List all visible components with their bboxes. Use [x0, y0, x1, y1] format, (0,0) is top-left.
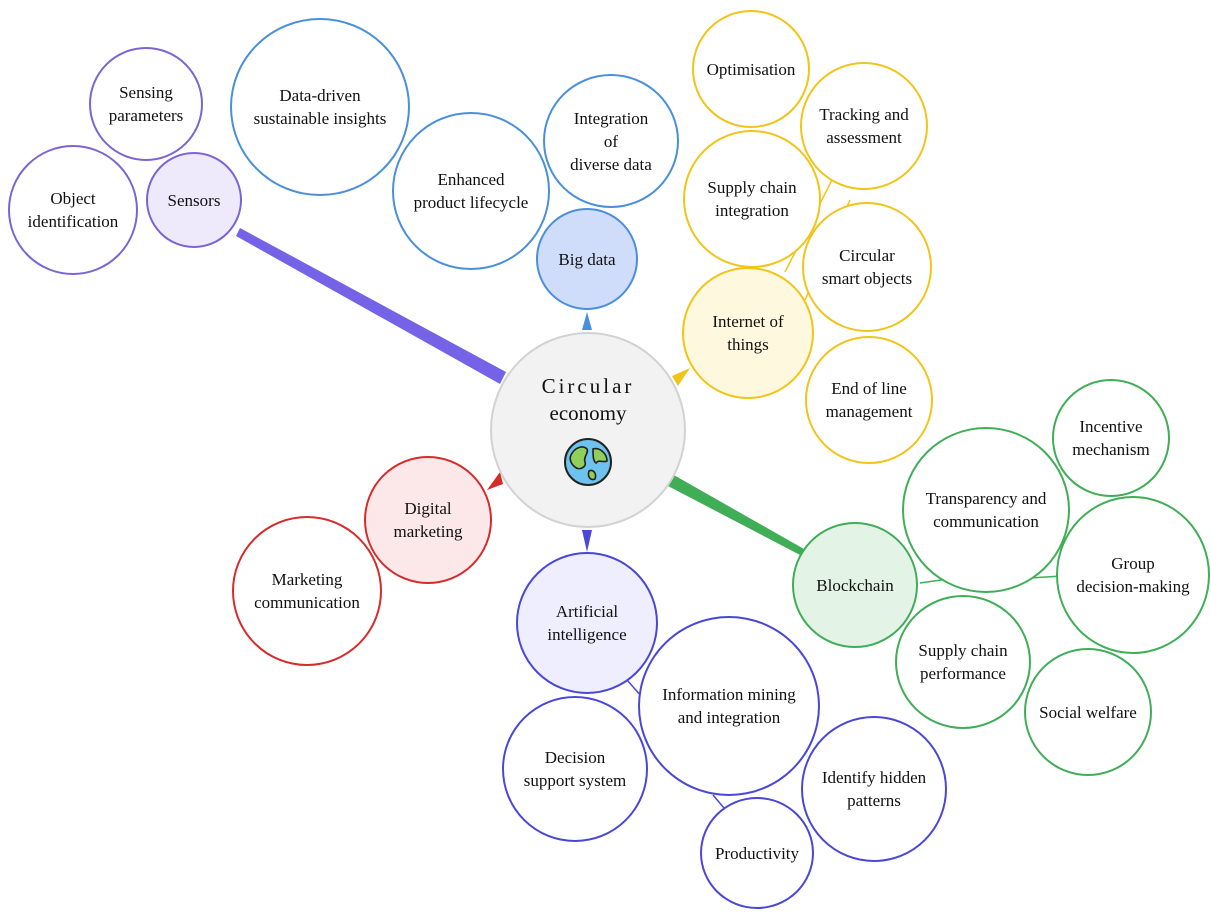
center-title-line1: Circular	[541, 374, 635, 398]
object-identification-label: Object identification	[27, 189, 119, 231]
blockchain-hub: Blockchain	[792, 522, 918, 648]
iot-hub: Internet of things	[682, 267, 814, 399]
spoke-sensors	[236, 228, 506, 384]
end-of-line-node: End of line management	[805, 336, 933, 464]
digital-marketing-hub-label: Digital marketing	[393, 499, 463, 541]
incentive-mechanism-label: Incentive mechanism	[1072, 417, 1150, 459]
integration-diverse-data-label: Integration of diverse data	[570, 108, 652, 174]
tracking-assessment-label: Tracking and assessment	[819, 105, 909, 147]
decision-support-node: Decision support system	[502, 696, 648, 842]
data-driven-insights-label: Data-driven sustainable insights	[253, 86, 387, 128]
center-title-line2: economy	[549, 401, 627, 425]
marketing-communication-label: Marketing communication	[254, 570, 360, 612]
supply-chain-integration-label: Supply chain integration	[707, 178, 797, 220]
group-decision-node: Group decision-making	[1056, 496, 1210, 654]
social-welfare-label: Social welfare	[1039, 702, 1137, 722]
sensors-hub: Sensors	[146, 152, 242, 248]
ai-hub-label: Artificial intelligence	[547, 602, 627, 644]
sensing-parameters-label: Sensing parameters	[108, 83, 184, 125]
identify-patterns-node: Identify hidden patterns	[801, 716, 947, 862]
information-mining-label: Information mining and integration	[662, 685, 796, 727]
transparency-communication-node: Transparency and communication	[902, 427, 1070, 593]
link-ai-productivity	[712, 794, 725, 809]
globe-icon	[564, 438, 612, 486]
identify-patterns-label: Identify hidden patterns	[821, 768, 927, 810]
group-decision-label: Group decision-making	[1076, 554, 1190, 596]
supply-chain-performance-node: Supply chain performance	[895, 595, 1031, 729]
enhanced-lifecycle-label: Enhanced product lifecycle	[413, 170, 529, 212]
supply-chain-performance-label: Supply chain performance	[918, 641, 1008, 683]
enhanced-lifecycle-node: Enhanced product lifecycle	[392, 112, 550, 270]
ai-hub: Artificial intelligence	[516, 552, 658, 694]
big-data-hub-label: Big data	[558, 249, 616, 269]
blockchain-hub-label: Blockchain	[816, 575, 894, 595]
integration-diverse-data-node: Integration of diverse data	[543, 74, 679, 208]
spoke-ai	[582, 530, 592, 552]
circular-smart-objects-node: Circular smart objects	[802, 202, 932, 332]
productivity-node: Productivity	[700, 797, 814, 909]
center-node: Circular economy	[490, 332, 686, 528]
marketing-communication-node: Marketing communication	[232, 516, 382, 666]
incentive-mechanism-node: Incentive mechanism	[1052, 379, 1170, 497]
data-driven-insights-node: Data-driven sustainable insights	[230, 18, 410, 196]
digital-marketing-hub: Digital marketing	[364, 456, 492, 584]
sensors-hub-label: Sensors	[167, 190, 221, 210]
tracking-assessment-node: Tracking and assessment	[800, 62, 928, 190]
sensing-parameters-node: Sensing parameters	[89, 47, 203, 161]
information-mining-node: Information mining and integration	[638, 616, 820, 796]
decision-support-label: Decision support system	[523, 748, 627, 790]
iot-hub-label: Internet of things	[712, 312, 784, 354]
object-identification-node: Object identification	[8, 145, 138, 275]
spoke-iot	[672, 368, 690, 386]
circular-smart-objects-label: Circular smart objects	[821, 246, 913, 288]
spoke-big-data	[582, 312, 592, 330]
end-of-line-label: End of line management	[825, 379, 913, 421]
transparency-communication-label: Transparency and communication	[925, 489, 1047, 531]
big-data-hub: Big data	[536, 208, 638, 310]
social-welfare-node: Social welfare	[1024, 648, 1152, 776]
spoke-blockchain	[668, 474, 804, 555]
productivity-label: Productivity	[714, 843, 800, 863]
optimisation-label: Optimisation	[706, 59, 796, 79]
supply-chain-integration-node: Supply chain integration	[683, 130, 821, 268]
spoke-digital-marketing	[487, 472, 503, 490]
optimisation-node: Optimisation	[692, 10, 810, 128]
